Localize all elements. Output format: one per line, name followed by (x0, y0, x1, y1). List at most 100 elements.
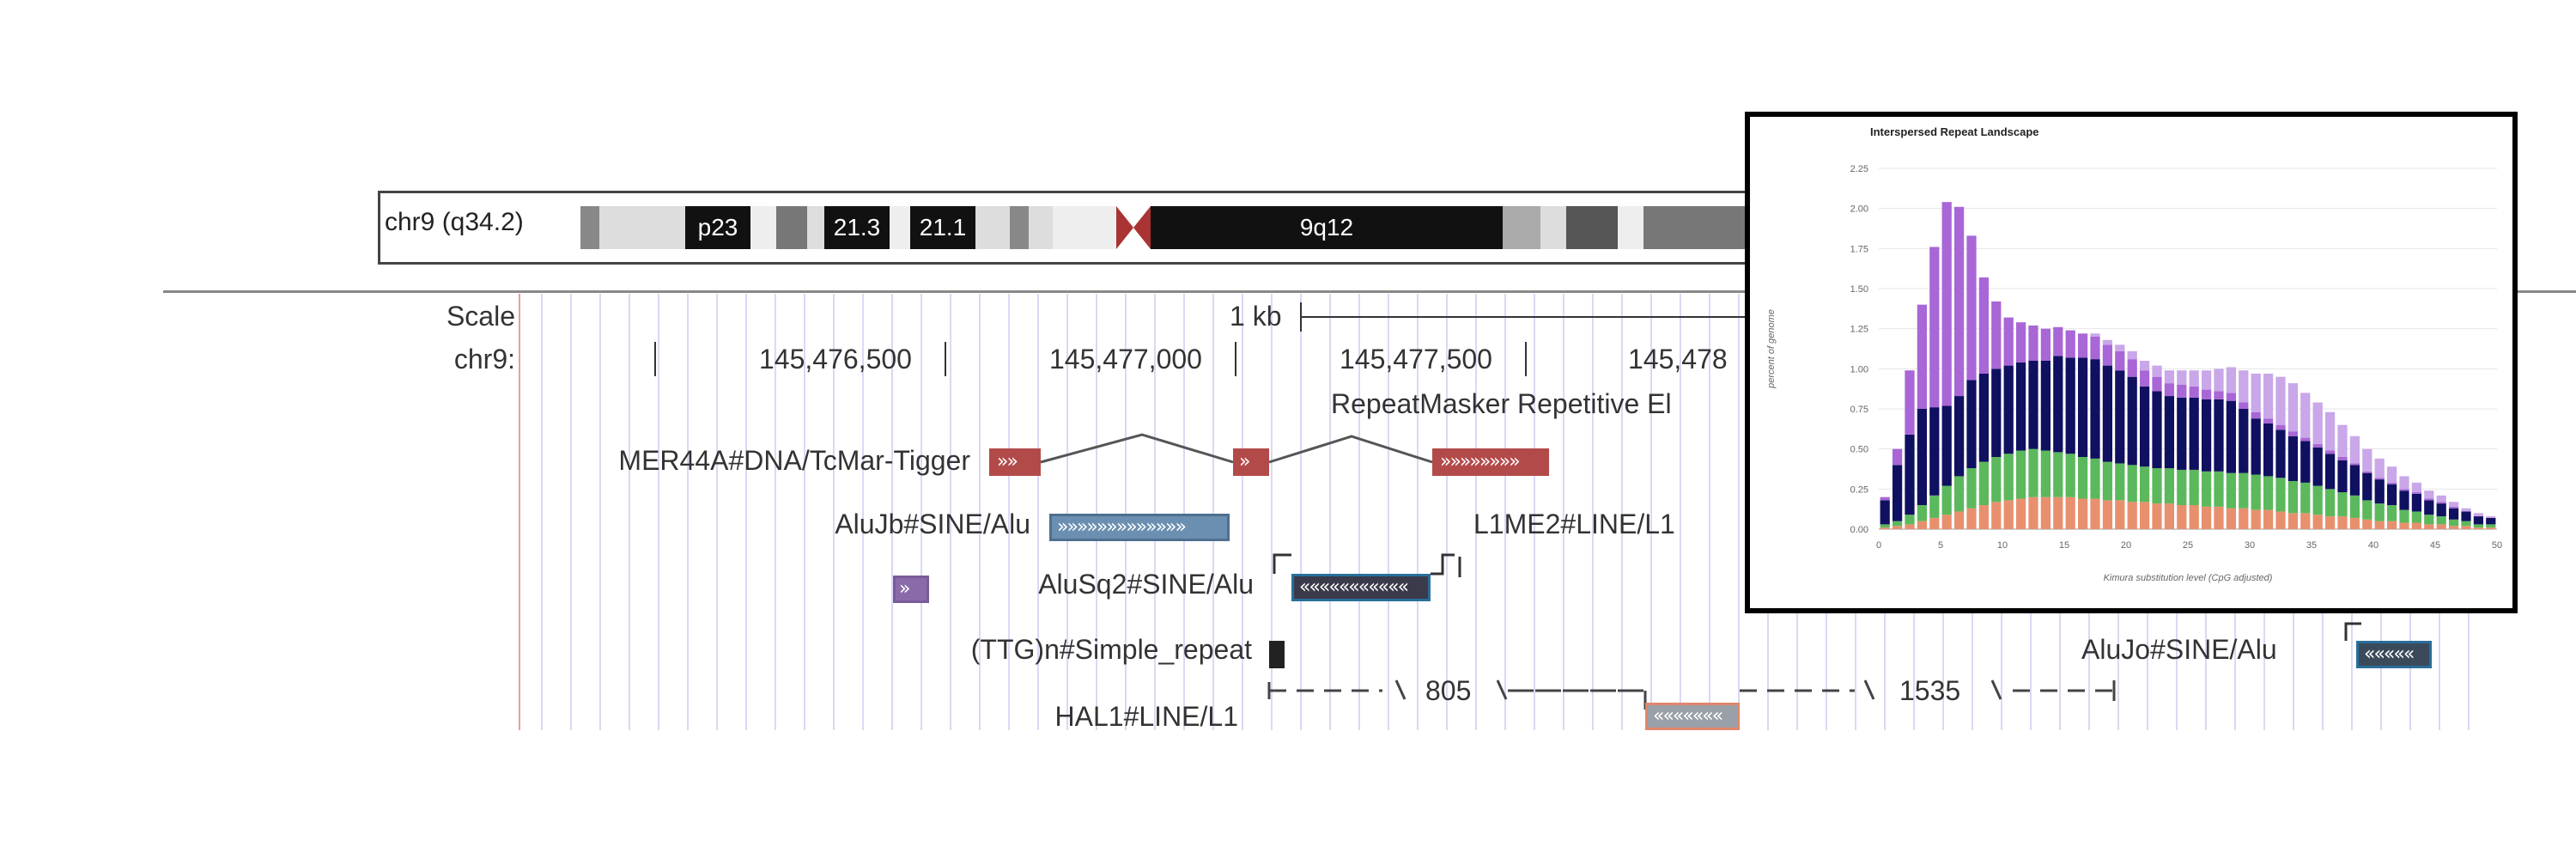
bar-segment (2399, 476, 2409, 490)
feature-label-mer44a[interactable]: MER44A#DNA/TcMar-Tigger (618, 445, 970, 476)
bar-segment (2127, 376, 2137, 466)
bar-segment (1966, 235, 1977, 381)
bar-segment (2065, 330, 2075, 358)
grid-line (1446, 294, 1448, 730)
bar-segment (1880, 500, 1890, 525)
grid-line (1154, 294, 1156, 730)
bar-segment (1966, 380, 1977, 469)
bar-segment (1978, 277, 1990, 374)
bar-segment (2424, 490, 2434, 499)
bar-segment (1917, 521, 1928, 529)
bar-segment (2362, 448, 2372, 472)
bar-segment (2349, 463, 2360, 466)
grid-line (1066, 294, 1068, 730)
feature-connector-small (2344, 622, 2361, 641)
y-tick-label: 0.50 (1850, 445, 1868, 455)
bar-segment (2189, 469, 2199, 505)
bar-segment (2337, 424, 2348, 457)
bar-segment (2411, 492, 2422, 494)
bar-segment (2164, 370, 2175, 384)
bar-segment (2461, 508, 2471, 512)
x-tick-label: 45 (2430, 540, 2440, 551)
grid-line (1738, 294, 1740, 730)
ideogram-band-21-1 (910, 206, 975, 249)
track-title[interactable]: RepeatMasker Repetitive El (1331, 388, 1672, 419)
bar-segment (2201, 399, 2212, 472)
bar-segment (2411, 493, 2422, 512)
bar-segment (1892, 448, 1903, 466)
x-tick-label: 40 (2368, 540, 2379, 551)
bar-segment (2189, 370, 2199, 387)
x-tick-label: 15 (2059, 540, 2069, 551)
bar-segment (2077, 457, 2088, 499)
ideogram-band-21-3 (824, 206, 890, 249)
bar-segment (2214, 471, 2224, 507)
bar-segment (2115, 500, 2125, 529)
bar-segment (2362, 471, 2372, 473)
ideogram-band (580, 206, 599, 249)
bar-segment (2040, 328, 2051, 361)
centromere-marker (1116, 206, 1151, 249)
bar-segment (2127, 350, 2137, 360)
bar-segment (2251, 373, 2261, 412)
grid-line (658, 294, 659, 730)
bar-segment (2349, 436, 2360, 464)
feature-label-l1me2[interactable]: L1ME2#LINE/L1 (1473, 509, 1675, 539)
feature-label-alusq2[interactable]: AluSq2#SINE/Alu (1038, 569, 1254, 600)
bar-segment (2386, 505, 2397, 521)
bar-segment (2374, 503, 2385, 521)
bar-segment (2226, 367, 2237, 393)
x-tick-label: 5 (1938, 540, 1943, 551)
feature-mer44a-block[interactable]: »»»»»»»» (1432, 448, 1549, 476)
bar-segment (2102, 339, 2113, 345)
bar-segment (2239, 402, 2249, 409)
x-tick-label: 35 (2306, 540, 2317, 551)
bar-segment (2337, 457, 2348, 460)
feature-label-ttg-repeat[interactable]: (TTG)n#Simple_repeat (970, 634, 1252, 665)
feature-label-alujo[interactable]: AluJo#SINE/Alu (2081, 634, 2277, 665)
bar-segment (2177, 505, 2187, 529)
feature-label-hal1[interactable]: HAL1#LINE/L1 (1054, 701, 1238, 732)
feature-ttg-block[interactable] (1269, 641, 1285, 668)
bar-segment (1991, 457, 2002, 503)
bar-segment (2139, 370, 2150, 387)
bar-segment (2411, 522, 2422, 529)
bar-segment (2448, 526, 2459, 529)
bar-segment (2239, 472, 2249, 509)
bar-segment (2386, 482, 2397, 484)
bar-segment (2287, 383, 2299, 432)
bar-segment (2201, 389, 2212, 399)
feature-alujb-block[interactable]: »»»»»»»»»»»»» (1049, 514, 1230, 541)
ideogram-band (776, 206, 807, 249)
feature-label-alujb[interactable]: AluJb#SINE/Alu (835, 509, 1030, 539)
grid-line (804, 294, 805, 730)
bar-segment (1929, 247, 1940, 408)
bar-segment (2164, 503, 2175, 529)
bar-segment (2164, 468, 2175, 504)
bar-segment (2189, 397, 2199, 470)
bar-segment (1953, 476, 1965, 512)
bar-segment (2312, 444, 2323, 448)
bar-segment (1978, 373, 1990, 462)
bar-segment (2399, 489, 2409, 491)
feature-alujo-block[interactable]: ««««« (2356, 641, 2432, 668)
feature-mer44a-block[interactable]: »» (989, 448, 1041, 476)
feature-alusq2-block[interactable]: ««««««««««« (1291, 574, 1431, 601)
bar-segment (2015, 362, 2026, 451)
bar-segment (2275, 430, 2286, 478)
feature-mer44a-block[interactable]: » (1233, 448, 1269, 476)
bar-segment (2139, 386, 2150, 467)
bar-segment (1880, 527, 1890, 529)
bar-segment (2287, 513, 2299, 529)
bar-segment (1941, 485, 1952, 515)
bar-segment (2127, 502, 2137, 529)
bar-segment (2461, 521, 2471, 527)
feature-sine-small-block[interactable]: » (893, 576, 929, 603)
bar-segment (2263, 509, 2274, 529)
bar-segment (2263, 418, 2274, 423)
bar-segment (1978, 461, 1990, 505)
bar-segment (2003, 454, 2014, 501)
feature-hal1-block[interactable]: ««««««« (1645, 703, 1740, 730)
bar-segment (2263, 476, 2274, 510)
grid-line (1621, 294, 1623, 730)
